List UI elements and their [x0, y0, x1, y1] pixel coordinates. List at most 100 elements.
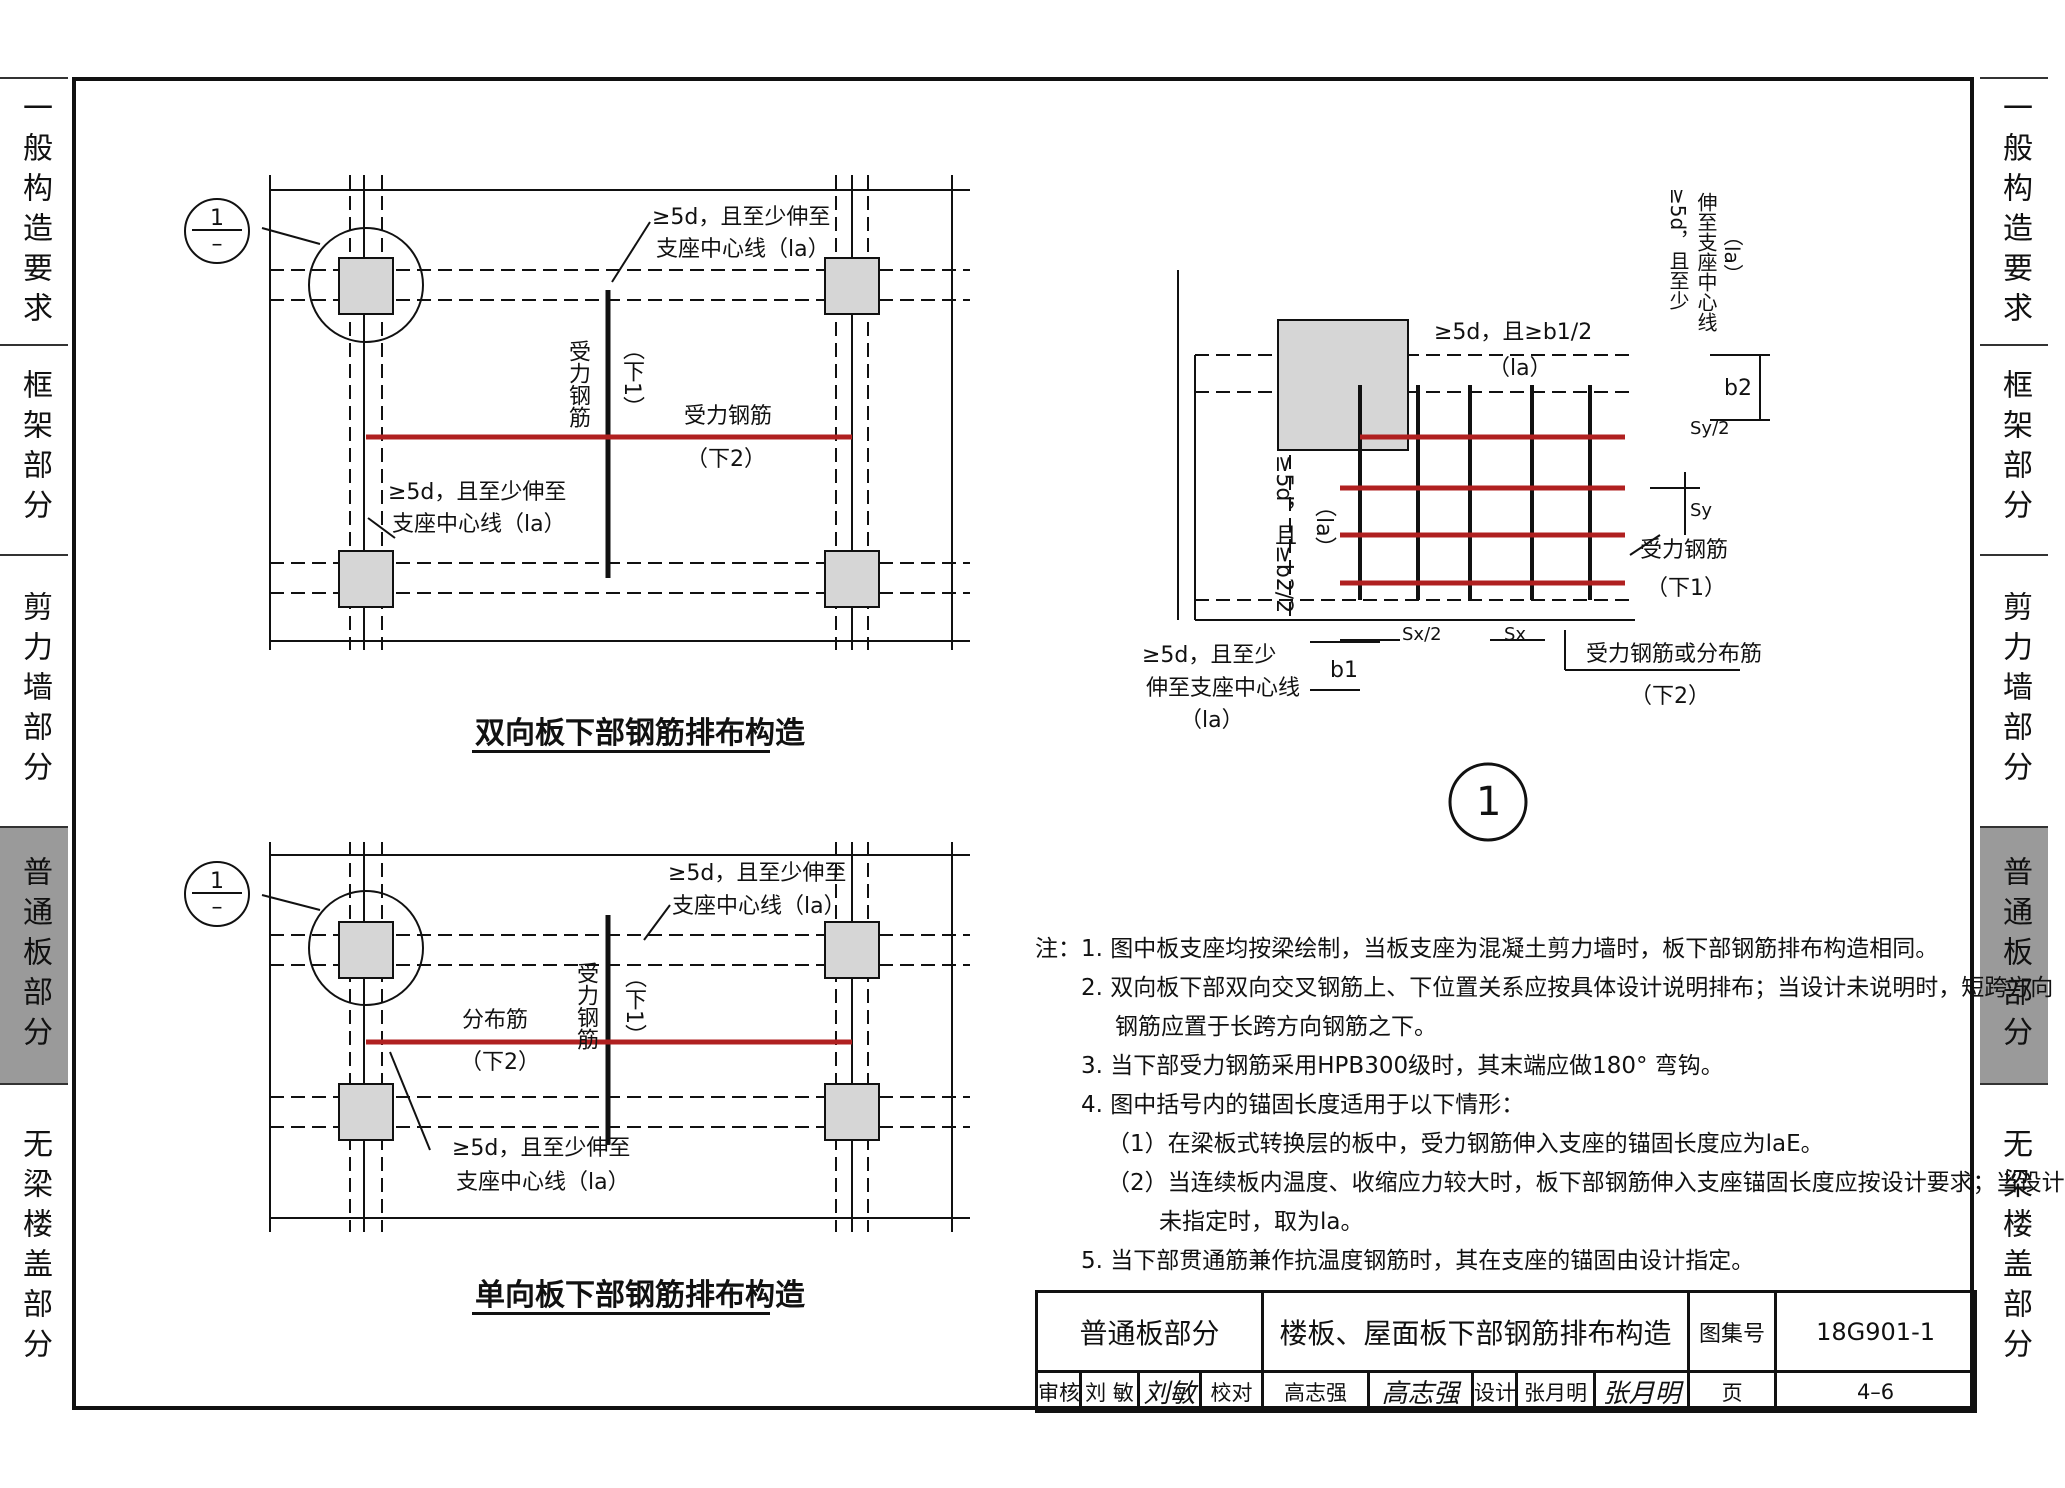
diagram1-title-underline [472, 750, 770, 753]
diagram2-note-bottom-line1: ≥5d，且至少伸至 [452, 1136, 631, 1161]
detail1-red-bars [1340, 434, 1625, 586]
side-tab-label: 普通板部分 [1997, 855, 2032, 1056]
detail1-bar-down1-label: 受力钢筋 [1640, 538, 1729, 563]
tb-section-text: 普通板部分 [1079, 1316, 1220, 1350]
detail1-geometry [1177, 270, 1770, 691]
diagram1-note-top-line2: 支座中心线（la） [656, 237, 830, 262]
tb-drawing-title-text: 楼板、屋面板下部钢筋排布构造 [1279, 1316, 1672, 1350]
tb-reviewer: 刘 敏 [1079, 1370, 1140, 1413]
tb-checker: 高志强 [1261, 1370, 1371, 1413]
note-4-2: （2）当连续板内温度、收缩应力较大时，板下部钢筋伸入支座锚固长度应按设计要求；当… [1107, 1170, 2065, 1196]
callout-divider [192, 892, 242, 894]
detail1-top-right-line3: （la） [1720, 226, 1744, 284]
side-tab-label: 一般构造要求 [1997, 91, 2032, 332]
callout-sheet: – [211, 895, 223, 920]
note-2-cont: 钢筋应置于长跨方向钢筋之下。 [1115, 1014, 1437, 1040]
note-5: 5. 当下部贯通筋兼作抗温度钢筋时，其在支座的锚固由设计指定。 [1081, 1248, 1755, 1274]
diagram2-vertical-bar-sub: （下1） [621, 966, 646, 1046]
detail1-top-dim-line1: ≥5d，且≥b1/2 [1434, 320, 1593, 345]
side-tab-general[interactable]: 一般构造要求 [1980, 77, 2048, 346]
tb-page-label: 页 [1687, 1370, 1778, 1413]
side-tab-label: 无梁楼盖部分 [1997, 1127, 2032, 1368]
side-tab-label: 剪力墙部分 [1997, 591, 2032, 791]
detail1-top-right-line2: 伸至支座中心线 [1694, 192, 1718, 332]
detail1-sy2: Sy/2 [1690, 418, 1730, 439]
detail1-bar-down2-sub: （下2） [1630, 684, 1710, 709]
diagram1-note-left-line2: 支座中心线（la） [392, 512, 566, 537]
diagram1-geometry [261, 175, 970, 650]
detail1-top-right-line1: ≥5d，且至少 [1666, 188, 1690, 311]
side-tab-frame[interactable]: 框架部分 [0, 344, 68, 556]
tb-page-no: 4–6 [1774, 1370, 1978, 1413]
detail1-bottom-left-line1: ≥5d，且至少 [1142, 643, 1277, 668]
tb-check-label: 校对 [1198, 1370, 1265, 1413]
diagram1-callout-bubble: 1 – [184, 198, 250, 264]
diagram2-horizontal-bar-sub: （下2） [460, 1050, 540, 1075]
detail1-bar-down2-label: 受力钢筋或分布筋 [1586, 642, 1763, 667]
tb-designer: 张月明 [1515, 1370, 1597, 1413]
note-4: 4. 图中括号内的锚固长度适用于以下情形： [1081, 1092, 1525, 1118]
tb-design-label: 设计 [1471, 1370, 1519, 1413]
callout-sheet: – [211, 232, 223, 257]
diagram2-geometry [261, 842, 970, 1232]
callout-divider [192, 229, 242, 231]
diagram1-horizontal-bar-label: 受力钢筋 [684, 404, 773, 429]
notes-lead: 注： [1035, 936, 1081, 962]
diagram2-note-top-line2: 支座中心线（la） [672, 894, 846, 919]
diagram2-note-top-line1: ≥5d，且至少伸至 [668, 861, 847, 886]
side-tab-flatslab[interactable]: 无梁楼盖部分 [0, 1085, 68, 1410]
side-tab-shearwall[interactable]: 剪力墙部分 [0, 556, 68, 828]
diagram2-title-underline [472, 1312, 770, 1315]
detail1-bottom-left-line2: 伸至支座中心线 [1146, 676, 1301, 701]
side-tab-label: 剪力墙部分 [17, 591, 52, 791]
diagram1-vertical-bar-sub: （下1） [619, 338, 644, 418]
side-tab-label: 无梁楼盖部分 [17, 1127, 52, 1368]
side-tab-label: 框架部分 [1997, 369, 2032, 529]
diagram1-vertical-bar-label: 受力钢筋 [565, 340, 590, 428]
detail1-left-dim-line2: （la） [1311, 495, 1336, 559]
diagram1-note-top-line1: ≥5d，且至少伸至 [652, 205, 831, 230]
note-3: 3. 当下部受力钢筋采用HPB300级时，其末端应做180° 弯钩。 [1081, 1053, 1724, 1079]
side-tab-shearwall[interactable]: 剪力墙部分 [1980, 556, 2048, 828]
diagram2-note-bottom-line2: 支座中心线（la） [456, 1170, 630, 1195]
detail1-sx: Sx [1504, 624, 1527, 645]
side-tab-label: 框架部分 [17, 369, 52, 529]
side-tab-flatslab[interactable]: 无梁楼盖部分 [1980, 1085, 2048, 1410]
diagram2-horizontal-bar-label: 分布筋 [462, 1008, 529, 1033]
diagram1-horizontal-bar-sub: （下2） [686, 447, 766, 472]
side-tab-slab[interactable]: 普通板部分 [0, 828, 68, 1085]
detail1-label-circle [1448, 762, 1528, 842]
detail1-sx2: Sx/2 [1402, 624, 1442, 645]
diagram2-title: 单向板下部钢筋排布构造 [475, 1278, 805, 1313]
detail1-bottom-left-line3: （la） [1180, 708, 1244, 733]
tb-drawing-title: 楼板、屋面板下部钢筋排布构造 [1261, 1290, 1691, 1373]
note-2: 2. 双向板下部双向交叉钢筋上、下位置关系应按具体设计说明排布；当设计未说明时，… [1081, 975, 2054, 1001]
detail1-bar-down1-sub: （下1） [1646, 576, 1726, 601]
tb-checker-signature: 高志强 [1367, 1370, 1475, 1413]
diagram1-title: 双向板下部钢筋排布构造 [475, 716, 805, 751]
tb-designer-signature: 张月明 [1593, 1370, 1691, 1413]
diagram2-callout-bubble: 1 – [184, 861, 250, 927]
side-tab-label: 一般构造要求 [17, 91, 52, 332]
tb-atlas-no: 18G901-1 [1774, 1290, 1978, 1373]
tb-atlas-label: 图集号 [1687, 1290, 1778, 1373]
tb-review-label: 审核 [1035, 1370, 1082, 1413]
tb-section: 普通板部分 [1034, 1290, 1265, 1373]
side-tab-frame[interactable]: 框架部分 [1980, 344, 2048, 556]
diagram1-note-left-line1: ≥5d，且至少伸至 [388, 480, 567, 505]
diagram2-vertical-bar-label: 受力钢筋 [573, 962, 598, 1050]
note-1: 1. 图中板支座均按梁绘制，当板支座为混凝土剪力墙时，板下部钢筋排布构造相同。 [1081, 936, 1939, 962]
detail1-top-dim-line2: （la） [1488, 356, 1552, 381]
drawing-frame [72, 77, 1974, 1410]
tb-atlas-label-text: 图集号 [1699, 1321, 1766, 1347]
detail1-label: 1 [1476, 779, 1502, 825]
side-tab-general[interactable]: 一般构造要求 [0, 77, 68, 346]
callout-number: 1 [210, 206, 224, 231]
side-tab-label: 普通板部分 [17, 855, 52, 1056]
note-4-2-cont: 未指定时，取为la。 [1159, 1209, 1364, 1235]
side-tab-slab[interactable]: 普通板部分 [1980, 828, 2048, 1085]
detail1-b2: b2 [1724, 376, 1752, 401]
title-block: 普通板部分 楼板、屋面板下部钢筋排布构造 图集号 18G901-1 审核 刘 敏… [1034, 1290, 1978, 1413]
note-4-1: （1）在梁板式转换层的板中，受力钢筋伸入支座的锚固长度应为laE。 [1107, 1131, 1824, 1157]
